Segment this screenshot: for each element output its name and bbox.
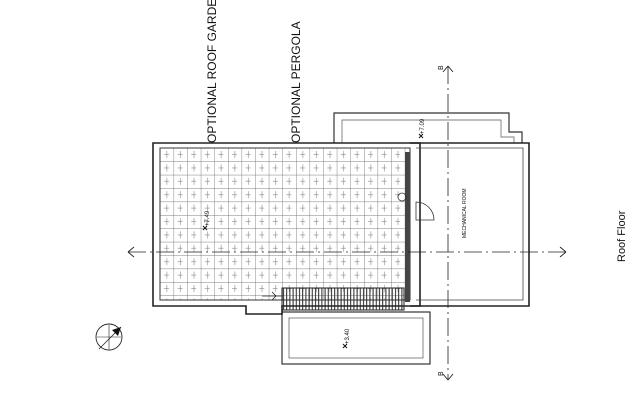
section-line-vertical	[442, 65, 454, 381]
svg-text:+7.49: +7.49	[205, 210, 211, 226]
section-line-horizontal	[127, 246, 567, 258]
level-marker-lower: +3.40	[342, 328, 351, 349]
roof-garden-label: OPTIONAL ROOF GARDEN	[205, 0, 219, 143]
pergola-label: OPTIONAL PERGOLA	[289, 21, 303, 143]
lower-terrace	[281, 311, 431, 365]
staircase	[262, 287, 405, 311]
north-arrow-icon	[95, 323, 123, 351]
svg-text:+3.40: +3.40	[345, 328, 351, 344]
section-mark-top: B	[438, 65, 445, 70]
mechanical-room	[397, 142, 530, 307]
section-mark-bottom: B	[438, 371, 445, 376]
level-marker-upper: +7.09	[418, 118, 426, 139]
sheet-title: Roof Floor	[616, 210, 628, 262]
upper-terrace	[333, 112, 523, 143]
level-marker-garden: +7.49	[202, 210, 211, 231]
svg-text:+7.09: +7.09	[420, 118, 426, 134]
mechanical-room-label: MECHANICAL ROOM	[462, 188, 468, 238]
